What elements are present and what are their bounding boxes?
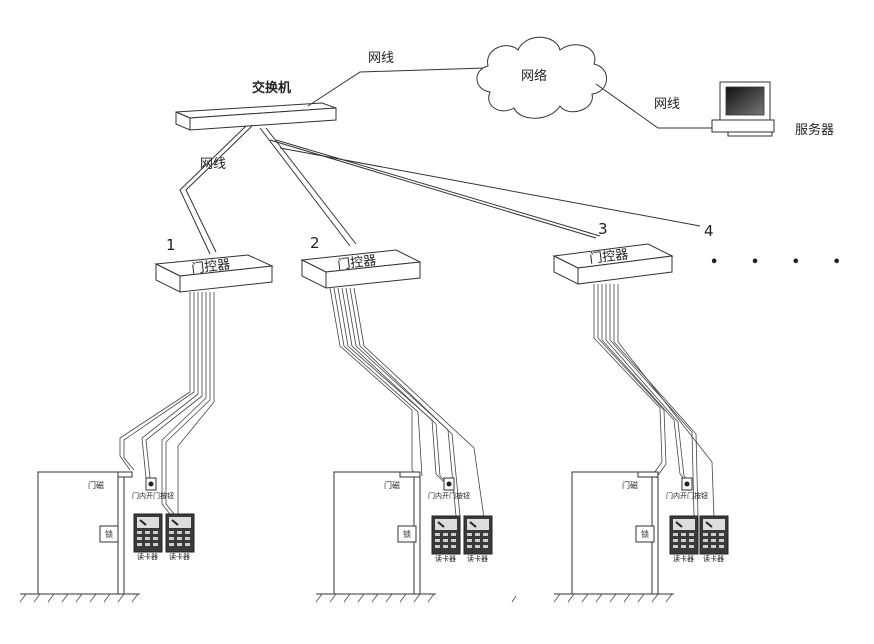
door-2-reader-1-label: 读卡器 bbox=[435, 554, 456, 563]
door-3: 门磁 锁 门内开门按钮 读卡器 读卡器 bbox=[553, 471, 729, 603]
door-controller-3: 3 门控器 bbox=[552, 220, 674, 285]
door-2-lock bbox=[397, 525, 417, 543]
controller-1-number: 1 bbox=[166, 236, 176, 254]
door-2-button-label: 门内开门按钮 bbox=[428, 491, 470, 500]
door-1-reader-1-label: 读卡器 bbox=[137, 552, 158, 561]
controller-2-label: 门控器 bbox=[337, 253, 378, 273]
net-cable-label-right: 网线 bbox=[654, 97, 680, 112]
more-controllers-ellipsis: • • • • bbox=[710, 255, 855, 270]
door-3-exit-button-icon bbox=[684, 481, 690, 487]
network-cloud-icon: 网络 bbox=[476, 36, 607, 119]
switch: 交换机 bbox=[175, 80, 337, 131]
door-controller-1: 1 门控器 bbox=[154, 236, 274, 293]
door-3-reader-2 bbox=[699, 515, 729, 555]
door-3-magnet bbox=[637, 471, 659, 478]
door-1-reader-1 bbox=[133, 513, 163, 553]
door-3-magnet-label: 门磁 bbox=[622, 480, 638, 490]
door-3-reader-1-label: 读卡器 bbox=[673, 554, 694, 563]
switch-label: 交换机 bbox=[252, 80, 291, 96]
door-3-lock bbox=[635, 525, 655, 543]
port-4-number: 4 bbox=[704, 222, 714, 240]
server-label: 服务器 bbox=[795, 122, 834, 138]
controller-2-cables bbox=[329, 287, 485, 519]
controller-1-label: 门控器 bbox=[191, 257, 232, 277]
controller-1-cables bbox=[119, 292, 215, 515]
door-3-lock-label: 锁 bbox=[641, 529, 649, 539]
door-1-magnet bbox=[117, 471, 133, 478]
door-3-button-label: 门内开门按钮 bbox=[666, 491, 708, 500]
controller-3-label: 门控器 bbox=[589, 247, 630, 267]
door-2-reader-1 bbox=[431, 515, 461, 555]
door-1-magnet-label: 门磁 bbox=[88, 480, 104, 490]
cloud-server-cable bbox=[595, 83, 720, 129]
door-3-reader-1 bbox=[669, 515, 699, 555]
net-cable-label-top: 网线 bbox=[368, 51, 394, 66]
door-2: 门磁 锁 门内开门按钮 读卡器 读卡器 bbox=[315, 471, 517, 603]
door-1-reader-2 bbox=[165, 513, 195, 553]
door-2-reader-2-label: 读卡器 bbox=[467, 554, 488, 563]
door-1-button-label: 门内开门按钮 bbox=[132, 491, 174, 500]
switch-controller-cables bbox=[179, 125, 701, 255]
controller-3-number: 3 bbox=[598, 220, 608, 238]
door-3-reader-2-label: 读卡器 bbox=[703, 554, 724, 563]
door-2-magnet-label: 门磁 bbox=[384, 480, 400, 490]
cloud-label: 网络 bbox=[521, 68, 547, 84]
controller-2-number: 2 bbox=[310, 234, 320, 252]
door-2-magnet bbox=[399, 471, 421, 478]
door-controller-2: 2 门控器 bbox=[300, 234, 422, 289]
door-1-reader-2-label: 读卡器 bbox=[169, 552, 190, 561]
net-cable-label-left: 网线 bbox=[200, 157, 226, 172]
door-1: 门磁 锁 门内开门按钮 读卡器 读卡器 bbox=[19, 471, 195, 603]
door-2-exit-button-icon bbox=[446, 481, 452, 487]
door-2-lock-label: 锁 bbox=[403, 529, 411, 539]
door-1-lock bbox=[99, 525, 119, 543]
door-1-exit-button-icon bbox=[148, 481, 154, 487]
door-1-lock-label: 锁 bbox=[105, 529, 113, 539]
switch-cloud-cable bbox=[307, 67, 486, 107]
controller-3-cables bbox=[593, 284, 715, 519]
door-2-reader-2 bbox=[463, 515, 493, 555]
server-computer-icon: 服务器 bbox=[711, 81, 834, 138]
